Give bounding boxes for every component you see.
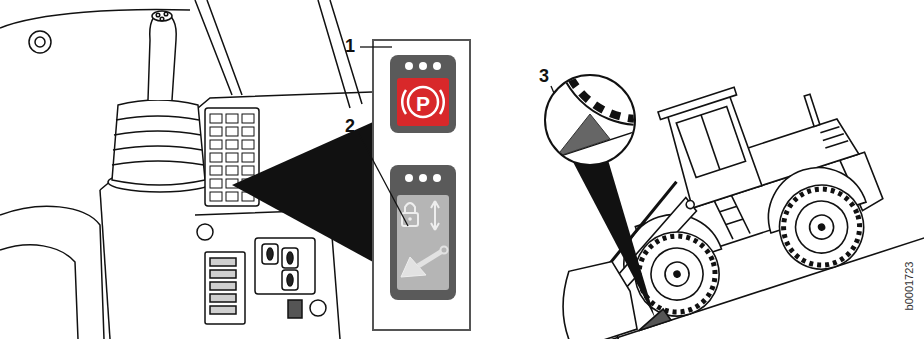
indicator-dot [405, 62, 413, 70]
joystick-handle [148, 12, 176, 100]
indicator-dot [433, 174, 441, 182]
boom-pictogram [418, 250, 444, 266]
cab-knob [29, 31, 51, 53]
boot-ribs [112, 116, 204, 165]
zoom-wedge [232, 122, 373, 262]
leader-line [359, 134, 408, 226]
boom-pivot [441, 247, 448, 254]
chock-closeup [556, 114, 610, 157]
tire-tread [629, 226, 725, 322]
bucket [549, 255, 642, 339]
tire-closeup [555, 0, 725, 125]
cab-knob-center [35, 37, 45, 47]
armrest [0, 245, 78, 339]
indicator-dot [405, 174, 413, 182]
window-divider [701, 115, 720, 170]
callout-number: 3 [539, 67, 549, 85]
hood-grille [820, 125, 848, 148]
callout-number: 1 [345, 37, 355, 55]
joystick-button [156, 13, 160, 17]
socket [288, 300, 302, 318]
ground-closeup [530, 117, 680, 166]
joystick-boot [112, 100, 205, 185]
lift-lock-lamp [397, 195, 449, 290]
access-steps [714, 194, 750, 241]
switch-cluster [255, 238, 315, 294]
leader-line [360, 46, 392, 47]
exhaust-stack [804, 94, 820, 126]
wheel-loader [466, 42, 924, 339]
armrest [0, 206, 104, 339]
parking-brake-lamp [397, 78, 449, 126]
indicator-dot [433, 62, 441, 70]
tire-tread [774, 179, 870, 275]
hub [806, 212, 836, 242]
lock-shackle [405, 203, 415, 213]
switch-dot [267, 248, 273, 260]
magnifier-ring [545, 75, 635, 165]
tire [769, 174, 875, 280]
window-pillar [195, 0, 242, 95]
switch-bank [205, 252, 245, 324]
indicator-dot [419, 174, 427, 182]
cab-window [676, 106, 745, 178]
rim [644, 241, 710, 307]
axle [818, 223, 826, 231]
brake-symbol-ring [408, 87, 438, 117]
joystick-top [152, 11, 172, 21]
rocker-switches [210, 258, 236, 314]
switch-cap [282, 248, 298, 268]
magnified-view [530, 0, 725, 166]
bucket-pictogram [401, 257, 426, 277]
zoom-wedge [572, 160, 655, 318]
joystick-button [160, 17, 164, 21]
rim [789, 194, 855, 260]
figure-code: b0001723 [904, 262, 915, 311]
tread-closeup [561, 0, 719, 119]
up-down-arrow [431, 201, 439, 230]
cab-roof [658, 87, 737, 119]
switch-cap [282, 270, 298, 290]
callout-number: 2 [345, 117, 355, 135]
indicator-housing [390, 165, 456, 300]
brake-symbol-arcs [402, 90, 444, 114]
switch-dot [287, 274, 293, 286]
lock-keyhole [408, 217, 412, 221]
window-pillar [318, 0, 362, 108]
symbol-letter: P [416, 93, 430, 114]
switch-dot [287, 252, 293, 264]
indicator-housing [390, 55, 456, 133]
indicator-dot [419, 62, 427, 70]
hub [662, 259, 692, 289]
rear-wheel [769, 174, 875, 280]
slope-ground [528, 234, 924, 339]
bucket-teeth [577, 336, 618, 339]
switch-cap [262, 244, 278, 264]
round-button [197, 224, 213, 240]
inset-frame [373, 40, 470, 330]
joystick-button [164, 12, 168, 16]
axle [673, 270, 681, 278]
cab-interior [0, 0, 372, 339]
round-button [310, 300, 326, 316]
arm-pivot [685, 200, 695, 210]
